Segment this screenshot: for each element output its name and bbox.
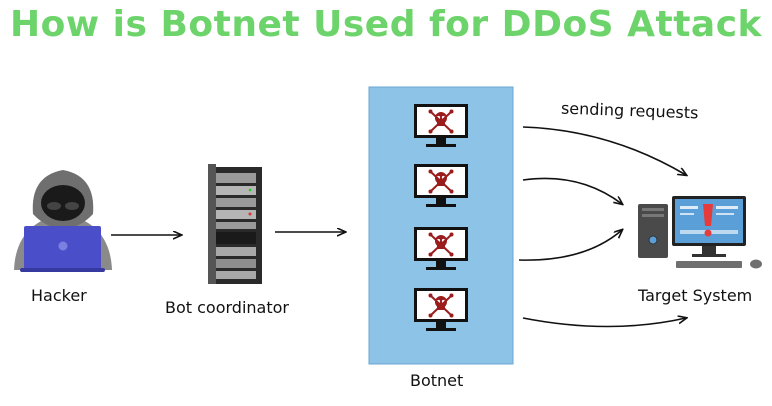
server-icon (208, 164, 262, 284)
botnet-label: Botnet (410, 371, 464, 390)
request-arrow-2 (522, 177, 622, 204)
coordinator-label: Bot coordinator (165, 298, 289, 317)
hacker-icon (14, 170, 112, 272)
page-title: How is Botnet Used for DDoS Attack (10, 4, 762, 45)
hacker-label: Hacker (31, 286, 87, 305)
target-system-icon (638, 196, 762, 269)
target-system-label: Target System (638, 286, 753, 305)
request-arrow-4 (522, 318, 686, 328)
request-arrow-3 (518, 230, 622, 261)
request-arrow-1 (522, 126, 686, 175)
